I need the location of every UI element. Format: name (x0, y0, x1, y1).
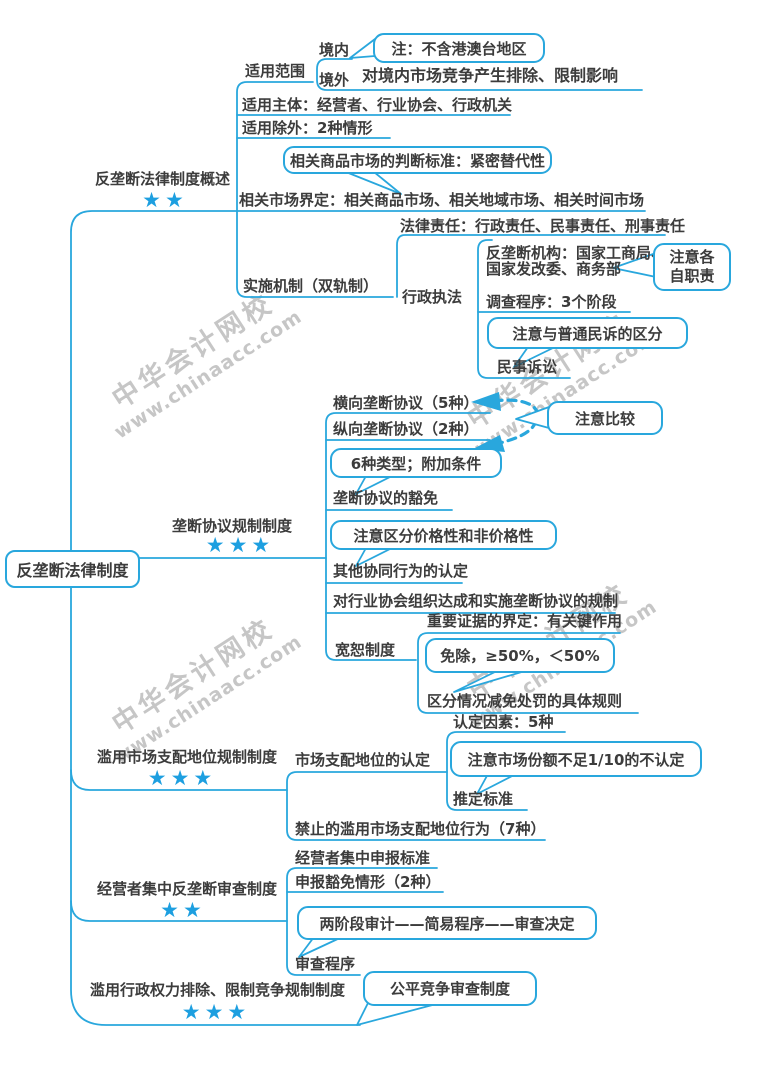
branch-dominance-label: 滥用市场支配地位规制制度 (97, 748, 278, 766)
callout-compare-note: 注意比较 (547, 401, 663, 435)
compare-dashed-arrow (471, 392, 540, 452)
node-mechanism: 实施机制（双轨制） (243, 277, 379, 295)
node-liability: 法律责任：行政责任、民事责任、刑事责任 (400, 217, 686, 235)
callout-price-note: 注意区分价格性和非价格性 (330, 520, 557, 550)
node-leniency: 宽恕制度 (335, 641, 396, 659)
node-agreement-exemption: 垄断协议的豁免 (333, 489, 439, 507)
node-scope: 适用范围 (245, 62, 306, 80)
node-overseas: 境外 (319, 71, 350, 89)
callout-note-region: 注：不含港澳台地区 (373, 33, 545, 63)
node-enforcement: 行政执法 (402, 288, 463, 306)
star-rating: ★★★ (147, 766, 217, 790)
branch-agreement-label: 垄断协议规制制度 (172, 517, 293, 535)
node-agency: 反垄断机构：国家工商局、 国家发改委、商务部 (486, 245, 666, 277)
callout-duty-note: 注意各 自职责 (653, 243, 731, 291)
callout-tails (298, 38, 657, 1026)
node-declaration-exemption: 申报豁免情形（2种） (295, 873, 441, 891)
star-rating: ★★ (142, 188, 188, 212)
callout-types-note: 6种类型；附加条件 (330, 448, 502, 478)
callout-exempt-note: 免除，≥50%，＜50% (425, 638, 615, 673)
root-node: 反垄断法律制度 (5, 550, 140, 588)
node-horizontal-agreement: 横向垄断协议（5种） (333, 394, 479, 412)
node-vertical-agreement: 纵向垄断协议（2种） (333, 420, 479, 438)
agency-line2: 国家发改委、商务部 (486, 260, 622, 278)
duty-note-line1: 注意各 (669, 248, 715, 266)
node-investigation: 调查程序：3个阶段 (486, 293, 617, 311)
node-association-regulation: 对行业协会组织达成和实施垄断协议的规制 (333, 592, 619, 610)
branch-concentration-label: 经营者集中反垄断审查制度 (97, 880, 278, 898)
node-dominance-determination: 市场支配地位的认定 (295, 751, 431, 769)
star-rating: ★★★ (205, 533, 275, 557)
callout-fair-competition: 公平竞争审查制度 (363, 971, 537, 1006)
duty-note-line2: 自职责 (669, 267, 715, 285)
node-evidence: 重要证据的界定：有关键作用 (427, 612, 623, 630)
node-mitigation-rules: 区分情况减免处罚的具体规则 (427, 692, 623, 710)
callout-stages-note: 两阶段审计——简易程序——审查决定 (297, 906, 597, 940)
node-exception: 适用除外：2种情形 (242, 119, 373, 137)
node-market-definition: 相关市场界定：相关商品市场、相关地域市场、相关时间市场 (239, 191, 645, 209)
arrowhead-icon (473, 435, 505, 452)
callout-civil-note: 注意与普通民诉的区分 (487, 317, 688, 349)
connector-lines (70, 58, 666, 1026)
node-civil-litigation: 民事诉讼 (497, 358, 558, 376)
node-presumption: 推定标准 (453, 790, 514, 808)
branch-overview-label: 反垄断法律制度概述 (95, 170, 231, 188)
node-factors: 认定因素：5种 (453, 713, 554, 731)
star-rating: ★★ (160, 898, 206, 922)
star-rating: ★★★ (181, 1000, 251, 1024)
node-domestic: 境内 (319, 41, 350, 59)
node-overseas-effect: 对境内市场竞争产生排除、限制影响 (362, 66, 619, 85)
callout-share-note: 注意市场份额不足1/10的不认定 (450, 741, 702, 777)
node-concerted-conduct: 其他协同行为的认定 (333, 562, 469, 580)
node-prohibited-conduct: 禁止的滥用市场支配地位行为（7种） (295, 820, 546, 838)
node-review-procedure: 审查程序 (295, 955, 356, 973)
callout-market-note: 相关商品市场的判断标准：紧密替代性 (283, 146, 552, 174)
arrowhead-icon (471, 392, 501, 411)
branch-administrative-label: 滥用行政权力排除、限制竞争规制制度 (90, 981, 346, 999)
agency-line1: 反垄断机构：国家工商局、 (486, 244, 667, 262)
node-subject: 适用主体：经营者、行业协会、行政机关 (242, 96, 513, 114)
node-declaration-standard: 经营者集中申报标准 (295, 849, 431, 867)
